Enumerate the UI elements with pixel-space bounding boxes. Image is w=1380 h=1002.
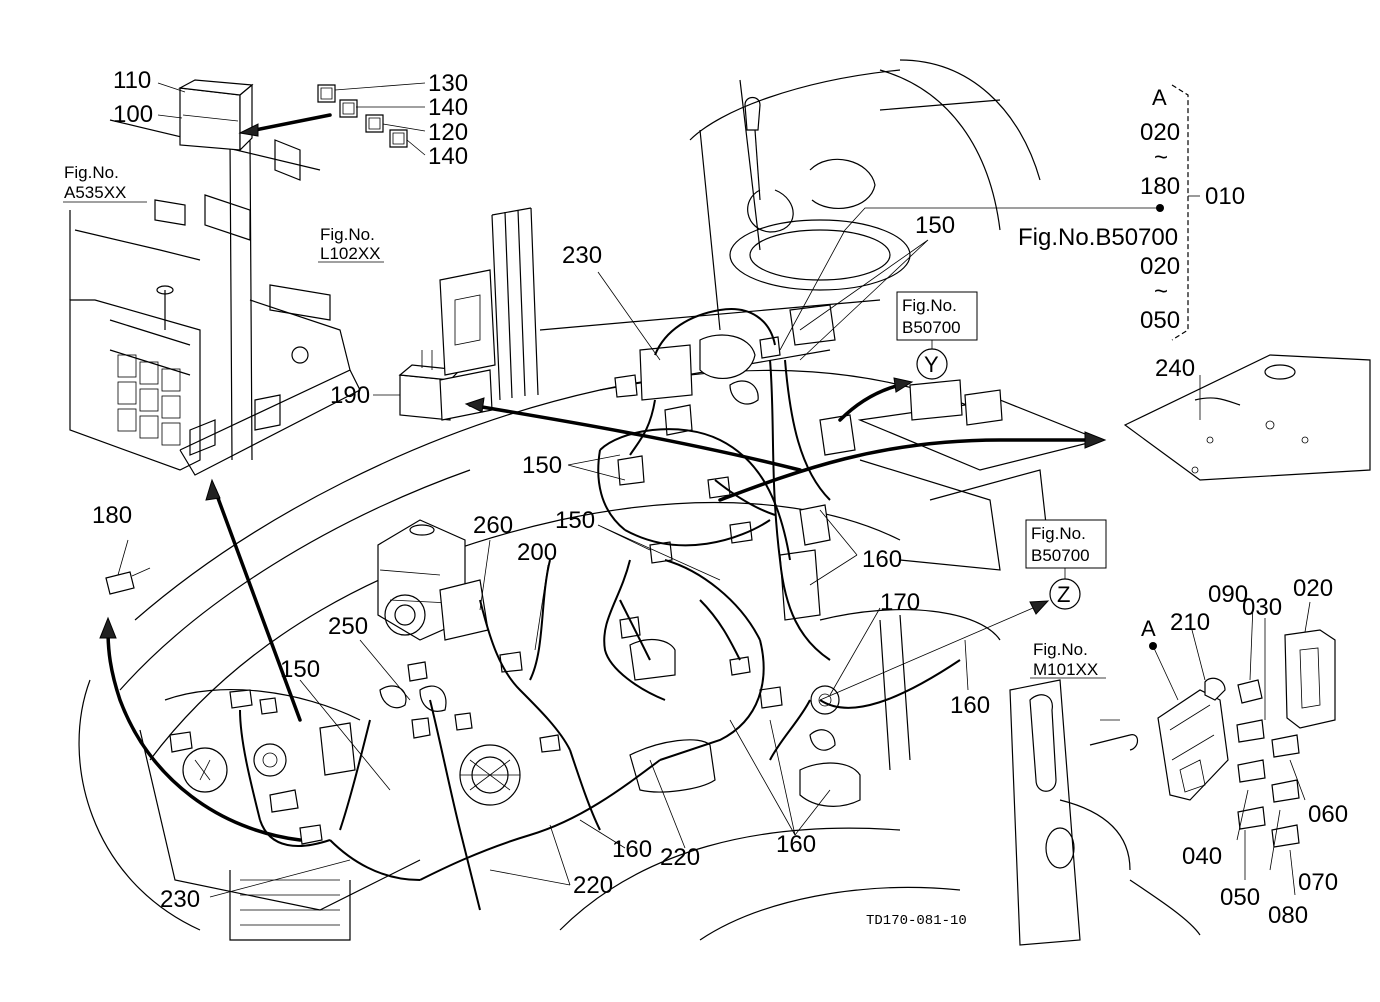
fig-ref-b50700-y-line2: B50700 xyxy=(902,318,961,337)
callout-010: 010 xyxy=(1205,183,1245,210)
marker-z: Z xyxy=(1057,582,1070,607)
range-letter-a: A xyxy=(1152,85,1167,110)
callout-230-bottom: 230 xyxy=(160,886,200,913)
fig-ref-b50700-z-box xyxy=(1025,519,1107,569)
range-start-1: 020 xyxy=(1140,119,1180,146)
connector-180 xyxy=(105,567,151,595)
callout-220-bottom: 220 xyxy=(573,872,613,899)
callout-160-lower: 160 xyxy=(776,831,816,858)
relay-block-detail xyxy=(1149,629,1336,848)
fig-ref-b50700-y-box xyxy=(896,291,978,341)
callout-190: 190 xyxy=(330,382,370,409)
callout-230-top: 230 xyxy=(562,242,602,269)
fig-ref-m101-line2: M101XX xyxy=(1033,660,1098,679)
fig-ref-b50700-z-line2: B50700 xyxy=(1031,546,1090,565)
tractor-body-linework xyxy=(78,59,1371,946)
range-end-1: 180 xyxy=(1140,173,1180,200)
callout-160-right: 160 xyxy=(950,692,990,719)
range-fig-ref: Fig.No.B50700 xyxy=(1018,224,1178,251)
callout-090: 090 xyxy=(1208,581,1248,608)
callout-130: 130 xyxy=(428,70,468,97)
detail-a-label: A xyxy=(1141,616,1156,641)
callout-170: 170 xyxy=(880,589,920,616)
figure-references: Fig.No. A535XX Fig.No. L102XX Fig.No. B5… xyxy=(64,163,1098,679)
callout-120: 120 xyxy=(428,119,468,146)
marker-y: Y xyxy=(924,352,939,377)
fuses xyxy=(317,84,408,148)
callout-200: 200 xyxy=(517,539,557,566)
engine-components xyxy=(169,269,1003,845)
connection-markers: Y Z A xyxy=(916,340,1156,641)
callout-140-bottom: 140 xyxy=(428,143,468,170)
callout-210: 210 xyxy=(1170,609,1210,636)
callout-080: 080 xyxy=(1268,902,1308,929)
leader-lines xyxy=(117,82,1311,898)
callout-040: 040 xyxy=(1182,843,1222,870)
part-range-group: A 020 ~ 180 Fig.No.B50700 020 ~ 050 xyxy=(1018,85,1180,334)
fig-ref-l102-line1: Fig.No. xyxy=(320,225,375,244)
callout-180: 180 xyxy=(92,502,132,529)
callout-110: 110 xyxy=(113,67,151,94)
fig-ref-a535-line2: A535XX xyxy=(64,183,126,202)
callout-250: 250 xyxy=(328,613,368,640)
callout-070: 070 xyxy=(1298,869,1338,896)
callout-140-top: 140 xyxy=(428,94,468,121)
fig-ref-l102-line2: L102XX xyxy=(320,244,381,263)
fig-ref-m101-line1: Fig.No. xyxy=(1033,640,1088,659)
range-bracket xyxy=(1171,84,1189,341)
range-tilde-2: ~ xyxy=(1154,278,1168,305)
callout-020: 020 xyxy=(1293,575,1333,602)
callout-100: 100 xyxy=(113,101,153,128)
fig-ref-b50700-z-line1: Fig.No. xyxy=(1031,524,1086,543)
range-end-2: 050 xyxy=(1140,307,1180,334)
wire-harness xyxy=(239,308,961,911)
callout-240: 240 xyxy=(1155,355,1195,382)
callout-150-mid: 150 xyxy=(522,452,562,479)
callout-150-top: 150 xyxy=(915,212,955,239)
callout-060: 060 xyxy=(1308,801,1348,828)
callout-150-left: 150 xyxy=(280,656,320,683)
fig-ref-a535-line1: Fig.No. xyxy=(64,163,119,182)
callout-160-upper: 160 xyxy=(862,546,902,573)
range-start-2: 020 xyxy=(1140,253,1180,280)
callout-220-lower: 220 xyxy=(660,844,700,871)
fig-ref-b50700-y-line1: Fig.No. xyxy=(902,296,957,315)
callout-030: 030 xyxy=(1242,594,1282,621)
drawing-code: TD170-081-10 xyxy=(866,913,967,929)
fuse-box xyxy=(178,79,254,152)
callout-150-center: 150 xyxy=(555,507,595,534)
callout-arrows xyxy=(99,113,1107,842)
callout-260: 260 xyxy=(473,512,513,539)
callout-labels: 110 100 130 140 120 140 230 150 010 240 … xyxy=(92,67,1348,929)
callout-160-bottom: 160 xyxy=(612,836,652,863)
range-tilde-1: ~ xyxy=(1154,144,1168,171)
callout-050: 050 xyxy=(1220,884,1260,911)
